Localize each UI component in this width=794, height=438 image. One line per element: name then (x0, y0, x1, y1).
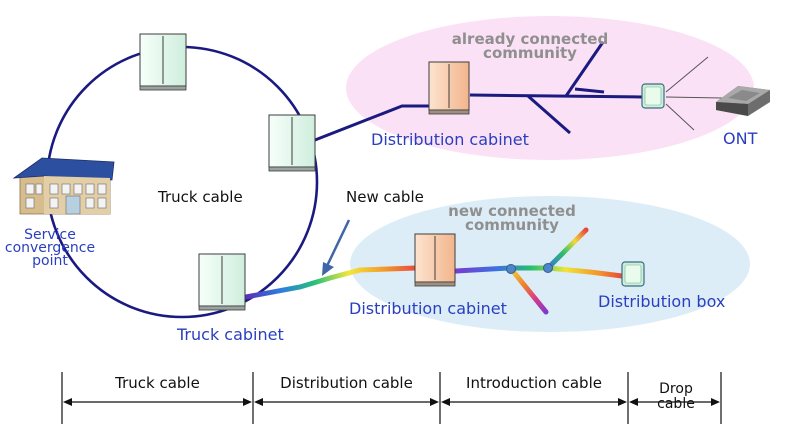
existing-introduction-cable (469, 41, 643, 135)
already-connected-line-1: already connected (451, 30, 609, 48)
ont-device-icon (716, 86, 770, 116)
service-point-line-2: convergence (4, 240, 96, 256)
cabinet-icon (428, 61, 470, 115)
truck-cabinet-label: Truck cabinet (177, 325, 284, 344)
distribution-box-label: Distribution box (598, 292, 726, 311)
cabinet-icon (414, 233, 456, 287)
new-connected-line-1: new connected (448, 202, 576, 220)
service-point-line-1: Service (24, 227, 76, 243)
new-branch-down (509, 267, 549, 315)
building-icon (12, 157, 115, 215)
segment-introduction-cable-label: Introduction cable (466, 374, 602, 392)
new-branch-up (545, 227, 589, 271)
new-connected-community-label: new connected community (420, 202, 604, 234)
service-point-line-3: point (32, 253, 68, 269)
distribution-cabinet-bottom-label: Distribution cabinet (349, 299, 507, 318)
segment-truck-cable-label: Truck cable (115, 374, 200, 392)
distribution-cabinet-top-label: Distribution cabinet (371, 130, 529, 149)
cabinet-icon (198, 253, 246, 311)
arrow-icon (322, 219, 351, 276)
segment-drop-cable-label: Drop cable (657, 381, 695, 412)
ont-label: ONT (723, 129, 758, 148)
new-connected-line-2: community (465, 216, 559, 234)
distribution-box-icon (641, 83, 665, 109)
splice-node (543, 263, 553, 273)
new-distribution-cable (243, 265, 419, 300)
cabinet-icon (268, 114, 316, 172)
segment-distribution-cable-label: Distribution cable (280, 374, 413, 392)
existing-community-area (346, 16, 754, 160)
drop-cables (665, 56, 723, 131)
already-connected-line-2: community (483, 44, 577, 62)
service-point-label: Service convergence point (2, 227, 98, 269)
distribution-box-icon (621, 261, 645, 287)
existing-distribution-cable (314, 104, 430, 142)
already-connected-community-label: already connected community (438, 30, 622, 62)
splice-node (506, 264, 516, 274)
segment-scale (61, 372, 722, 424)
cabinet-icon (139, 33, 187, 91)
new-cable-label: New cable (346, 188, 424, 206)
truck-cable-ring-label: Truck cable (158, 188, 243, 206)
